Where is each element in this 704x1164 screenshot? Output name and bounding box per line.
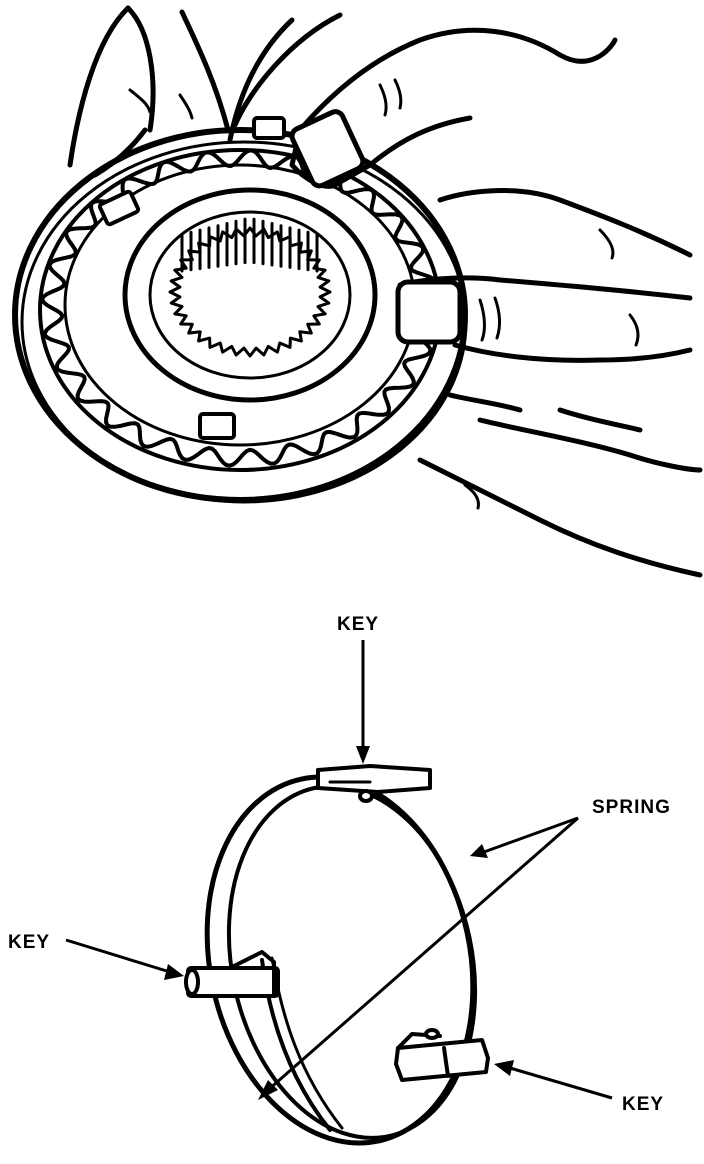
hub-inner-bore bbox=[122, 187, 378, 403]
left-hand-fingers bbox=[67, 5, 343, 178]
label-key-top: KEY bbox=[337, 614, 379, 635]
key-left-block bbox=[184, 950, 280, 998]
label-spring: SPRING bbox=[592, 797, 671, 818]
leader-arrows bbox=[65, 640, 613, 1100]
synchronizer-assembly-in-hands bbox=[12, 5, 703, 578]
key-spring-assembly: KEY SPRING KEY KEY bbox=[8, 614, 671, 1146]
hub-keys bbox=[97, 116, 286, 440]
label-key-right: KEY bbox=[622, 1094, 664, 1115]
spring-rings bbox=[204, 774, 478, 1146]
thumb bbox=[289, 27, 618, 189]
key-top-block bbox=[316, 764, 432, 803]
hub-internal-splines bbox=[168, 217, 332, 358]
label-key-left: KEY bbox=[8, 932, 50, 953]
hub-wavy-track bbox=[40, 148, 440, 468]
right-hand-fingers bbox=[395, 188, 703, 578]
key-right-block bbox=[394, 1028, 490, 1082]
